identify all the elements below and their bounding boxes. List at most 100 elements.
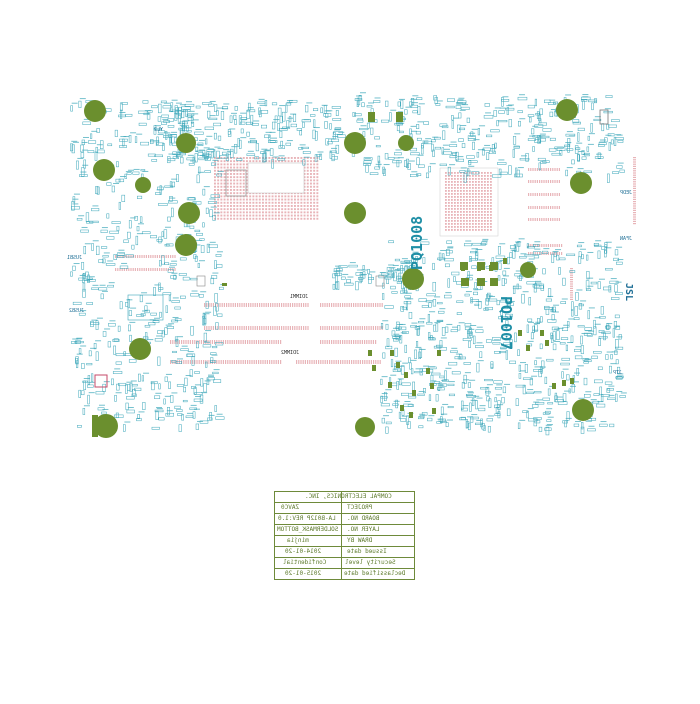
refdes-text (566, 131, 573, 133)
smd-component (268, 140, 278, 143)
pch-bga-pad (478, 205, 480, 207)
smd-component (486, 418, 493, 422)
connector-pin (536, 244, 538, 247)
smd-component (229, 115, 233, 123)
cpu-bga-pad (246, 201, 248, 204)
refdes-text (610, 278, 617, 280)
refdes-text (587, 143, 594, 145)
mounting-hole (344, 202, 366, 224)
refdes-text (518, 238, 525, 240)
dimm-contact (375, 360, 377, 364)
dimm-contact (326, 360, 328, 364)
cpu-bga-pad (246, 205, 248, 207)
refdes-text (617, 373, 624, 375)
cpu-bga-pad (306, 208, 309, 211)
pch-bga-pad (478, 220, 480, 222)
pch-bga-pad (484, 217, 486, 219)
smd-component (167, 134, 177, 138)
connector-pin (532, 168, 534, 171)
pch-bga-pad (484, 226, 486, 228)
cpu-bga-pad (249, 201, 252, 204)
refdes-text (137, 223, 144, 225)
dimm-contact (221, 326, 223, 330)
refdes-text (440, 337, 447, 339)
smd-component (158, 417, 165, 421)
connector-pin (552, 206, 554, 209)
smd-component (619, 169, 625, 173)
dimm-contact (240, 360, 242, 364)
smd-component (126, 409, 135, 414)
smd-component (472, 335, 476, 345)
smd-component (188, 163, 195, 166)
smd-component (216, 110, 219, 116)
connector-pin (556, 252, 558, 255)
smd-component (394, 152, 402, 156)
cpu-bga-pad (255, 205, 258, 207)
smd-component (105, 263, 116, 266)
dimm-contact (277, 360, 279, 364)
refdes-text (171, 131, 178, 133)
smd-component (488, 398, 492, 408)
refdes-text (588, 330, 595, 332)
cpu-bga-pad (233, 160, 236, 163)
smd-component (126, 172, 132, 175)
smd-component (176, 384, 184, 387)
cpu-bga-pad (294, 214, 296, 217)
smd-component (204, 157, 211, 161)
cpu-bga-pad (300, 214, 303, 217)
refdes-text (517, 167, 524, 169)
refdes-text (608, 385, 615, 387)
usb-connector-pin (128, 268, 130, 271)
smd-component (605, 95, 613, 98)
dimm-contact (305, 326, 307, 330)
smd-component (362, 265, 365, 270)
refdes-text (361, 269, 368, 271)
refdes-text (401, 258, 408, 260)
smd-component (391, 291, 398, 294)
smd-component (494, 142, 497, 149)
smd-component (161, 255, 165, 265)
pch-bga-pad (448, 214, 450, 216)
smd-component (178, 106, 182, 115)
smd-component (167, 118, 174, 122)
smd-component (77, 425, 82, 428)
smd-component (380, 403, 390, 407)
cpu-bga-pad (303, 163, 306, 166)
smd-component (162, 292, 172, 296)
dimm-contact (225, 340, 227, 344)
smd-component (572, 119, 580, 123)
refdes-text (539, 135, 546, 137)
dimm-contact (240, 340, 242, 344)
connector-pin (534, 218, 536, 221)
cpu-bga-pad (310, 173, 312, 175)
refdes-text (83, 118, 90, 120)
refdes-text (263, 150, 270, 152)
smd-component (484, 103, 490, 107)
refdes-text (441, 413, 448, 415)
smd-component (517, 110, 523, 114)
refdes-text (610, 363, 617, 365)
cpu-bga-pad (303, 176, 306, 179)
refdes-text (533, 323, 540, 325)
pch-bga-pad (472, 190, 474, 192)
refdes-text (451, 347, 458, 349)
cpu-bga-pad (303, 182, 306, 185)
label-jtp: JTP (613, 370, 623, 376)
connector-pin (543, 244, 545, 247)
smd-component (143, 112, 150, 116)
dimm-contact (200, 340, 202, 344)
smd-component (335, 281, 340, 290)
smd-component (215, 416, 225, 420)
dimm-contact (361, 326, 363, 330)
pch-bga-pad (457, 214, 459, 216)
smd-component (277, 107, 282, 117)
cpu-bga-pad (274, 211, 277, 214)
smd-component (534, 391, 542, 394)
edp-connector-pin (633, 185, 636, 187)
smd-component (83, 246, 86, 255)
smd-component (121, 102, 128, 105)
refdes-text (547, 416, 554, 418)
smd-component (98, 259, 104, 263)
cpu-bga-pad (281, 160, 284, 163)
dimm-contact (272, 326, 274, 330)
